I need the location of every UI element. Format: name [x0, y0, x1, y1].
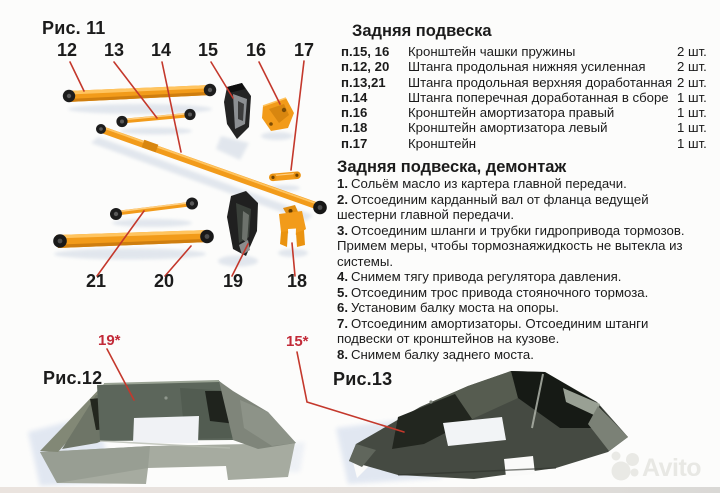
step-text: Установим балку моста на опоры.: [351, 300, 559, 315]
step-number: 8.: [337, 346, 348, 362]
procedure-title: Задняя подвеска, демонтаж: [337, 158, 567, 176]
procedure-step: 4.Снимем тягу привода регулятора давлени…: [337, 269, 700, 285]
fig11-title: Рис. 11: [42, 18, 106, 38]
fig13-photo: [336, 371, 628, 484]
part-19-bracket: [227, 191, 258, 256]
fig12-callout: 19*: [98, 332, 121, 349]
part-label-16: 16: [245, 40, 267, 60]
part-ref: п.16: [341, 105, 368, 121]
part-17-link: [268, 171, 301, 182]
part-14-cross-rod: [96, 124, 327, 215]
part-qty: 2 шт.: [677, 44, 707, 59]
procedure-step: 1.Сольём масло из картера главной переда…: [337, 176, 700, 192]
part-label-20: 20: [153, 271, 175, 291]
part-name: Штанга поперечная доработанная в сборе: [408, 89, 669, 105]
part-label-12: 12: [56, 40, 78, 60]
step-number: 3.: [337, 222, 348, 238]
part-name: Кронштейн: [408, 135, 477, 151]
step-number: 4.: [337, 269, 348, 284]
part-ref: п.15, 16: [341, 44, 390, 59]
part-name: Штанга продольная верхняя доработанная: [408, 74, 673, 90]
part-label-14: 14: [150, 40, 172, 60]
part-label-18: 18: [286, 271, 308, 291]
parts-list-row: п.17 Кронштейн 1 шт.: [341, 136, 714, 151]
part-name: Кронштейн амортизатора правый: [408, 105, 615, 121]
step-text: Отсоединим амортизаторы. Отсоединим штан…: [337, 315, 649, 347]
procedure-steps: 1.Сольём масло из картера главной переда…: [337, 176, 700, 362]
parts-list-title: Задняя подвеска: [352, 22, 492, 40]
step-text: Снимем тягу привода регулятора давления.: [351, 269, 622, 284]
part-20-lower-arm: [53, 229, 214, 248]
part-ref: п.17: [341, 135, 368, 151]
step-text: Отсоединим карданный вал от фланца ведущ…: [337, 191, 649, 223]
part-21-upper-arm: [110, 197, 198, 220]
part-ref: п.13,21: [341, 74, 386, 90]
part-ref: п.12, 20: [341, 59, 390, 75]
parts-list-row: п.13,21 Штанга продольная верхняя дорабо…: [341, 75, 714, 90]
part-label-17: 17: [293, 40, 315, 60]
part-name: Штанга продольная нижняя усиленная: [408, 59, 646, 75]
part-qty: 2 шт.: [677, 74, 707, 90]
step-text: Сольём масло из картера главной передачи…: [351, 176, 627, 191]
part-label-21: 21: [85, 271, 107, 291]
part-label-15: 15: [197, 40, 219, 60]
part-18-fork-bracket: [279, 205, 306, 247]
part-qty: 1 шт.: [677, 120, 707, 136]
part-label-13: 13: [103, 40, 125, 60]
step-number: 6.: [337, 300, 348, 315]
parts-list: п.15, 16 Кронштейн чашки пружины 2 шт. п…: [341, 44, 714, 151]
part-16-bracket: [262, 97, 294, 131]
part-qty: 1 шт.: [677, 105, 707, 121]
step-number: 5.: [337, 284, 348, 300]
avito-logo-icon: [611, 451, 639, 481]
procedure-step: 2.Отсоединим карданный вал от фланца вед…: [337, 192, 700, 223]
fig12-title: Рис.12: [43, 368, 103, 388]
fig11-shadows: [54, 104, 313, 267]
parts-list-row: п.14 Штанга поперечная доработанная в сб…: [341, 90, 714, 105]
part-qty: 1 шт.: [677, 89, 707, 105]
fig12-photo: [28, 380, 305, 486]
part-label-19: 19: [222, 271, 244, 291]
step-text: Снимем балку заднего моста.: [351, 346, 534, 362]
step-number: 1.: [337, 176, 348, 191]
step-text: Отсоединим шланги и трубки гидропривода …: [337, 222, 685, 269]
part-qty: 2 шт.: [677, 59, 707, 75]
parts-list-row: п.16 Кронштейн амортизатора правый 1 шт.: [341, 105, 714, 120]
photo-bottom-edge: [0, 487, 720, 493]
avito-watermark-text: Avito: [642, 454, 702, 482]
fig13-callout: 15*: [286, 333, 309, 350]
step-text: Отсоединим трос привода стояночного торм…: [351, 284, 649, 300]
part-name: Кронштейн амортизатора левый: [408, 120, 608, 136]
step-number: 2.: [337, 191, 348, 207]
part-name: Кронштейн чашки пружины: [408, 44, 576, 59]
procedure-step: 5.Отсоединим трос привода стояночного то…: [337, 285, 700, 301]
procedure-step: 8.Снимем балку заднего моста.: [337, 347, 700, 363]
parts-list-row: п.18 Кронштейн амортизатора левый 1 шт.: [341, 120, 714, 135]
part-ref: п.18: [341, 120, 368, 136]
part-15-bracket: [224, 83, 251, 139]
procedure-step: 7.Отсоединим амортизаторы. Отсоединим шт…: [337, 316, 700, 347]
step-number: 7.: [337, 315, 348, 331]
part-12-lower-arm: [62, 83, 217, 103]
leader-lines: [69, 60, 405, 433]
procedure-step: 6.Установим балку моста на опоры.: [337, 300, 700, 316]
part-qty: 1 шт.: [677, 135, 707, 151]
procedure-step: 3.Отсоединим шланги и трубки гидропривод…: [337, 223, 700, 270]
part-ref: п.14: [341, 89, 368, 105]
parts-list-row: п.15, 16 Кронштейн чашки пружины 2 шт.: [341, 44, 714, 59]
parts-list-row: п.12, 20 Штанга продольная нижняя усилен…: [341, 59, 714, 74]
fig13-title: Рис.13: [333, 369, 393, 389]
